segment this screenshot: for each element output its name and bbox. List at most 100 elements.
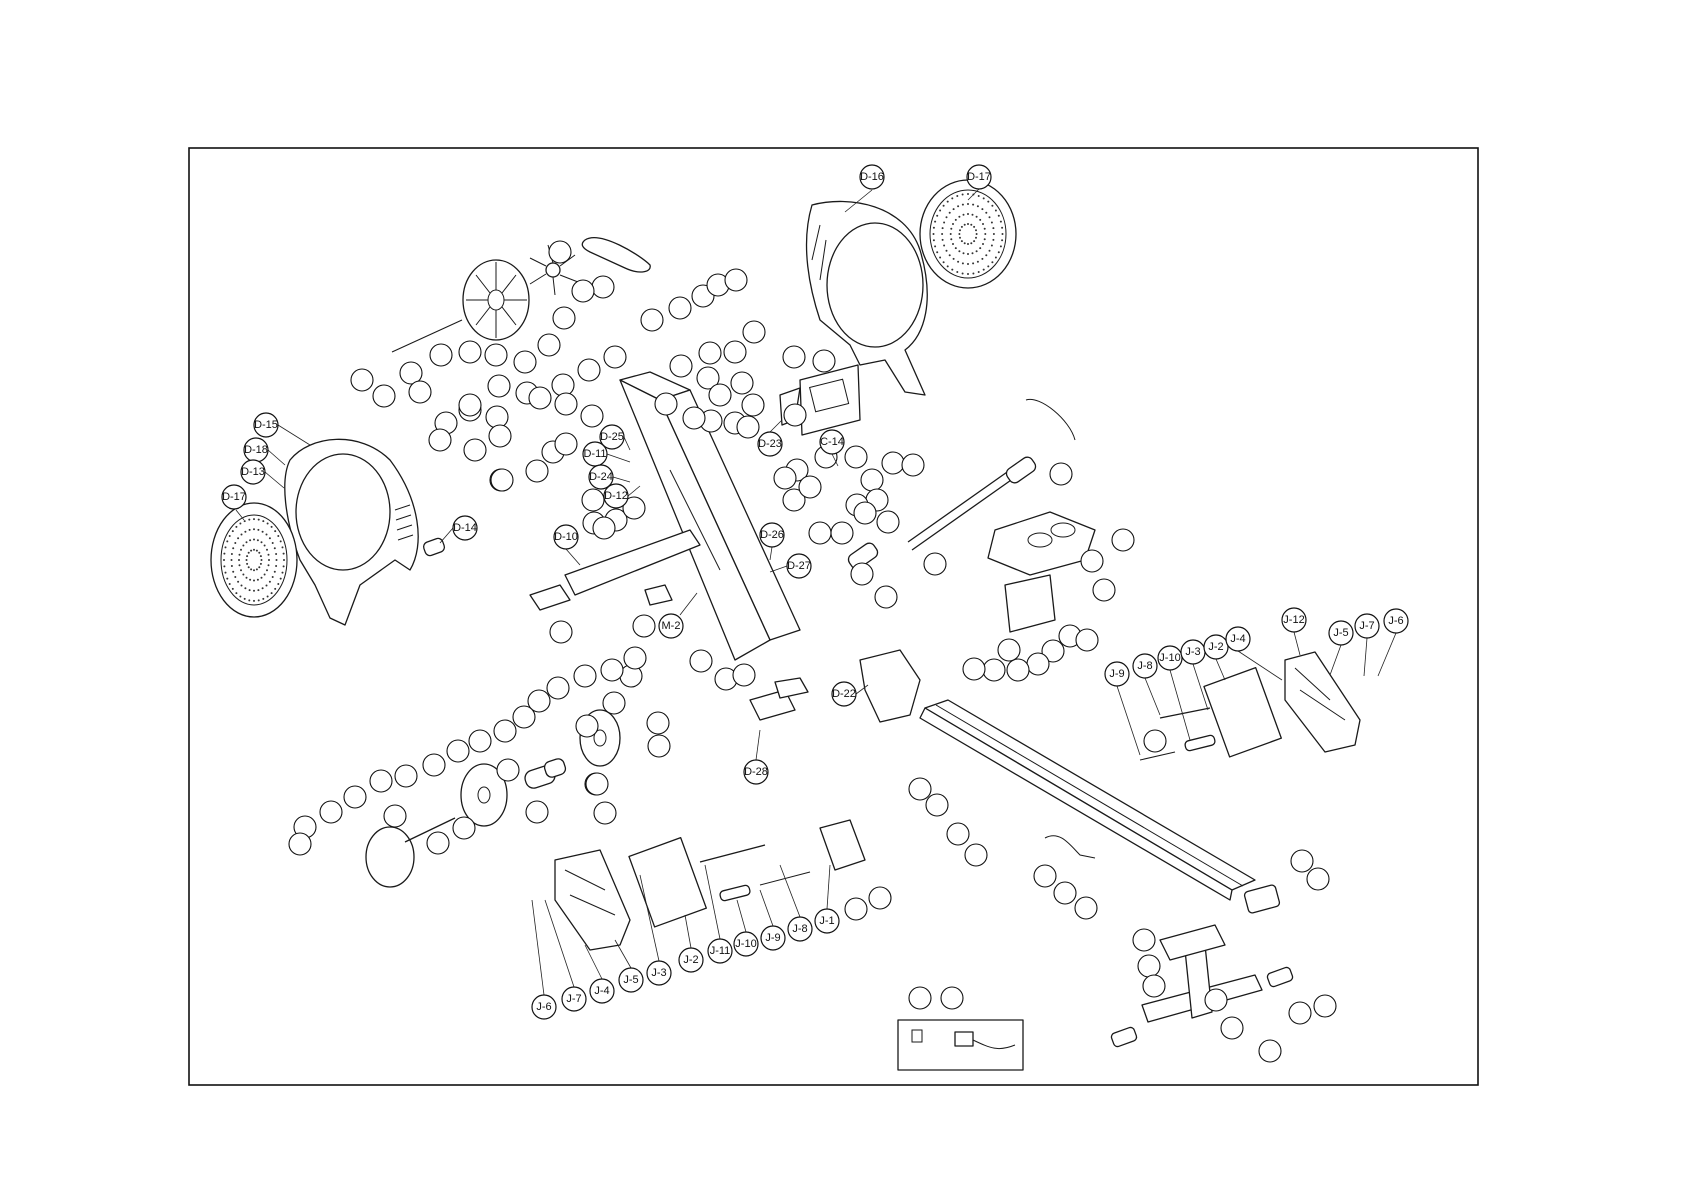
grille-hole: [253, 590, 255, 592]
grille-hole: [942, 239, 944, 241]
grille-hole: [246, 563, 248, 565]
callout-label: D-24: [589, 471, 613, 483]
grille-hole: [1001, 227, 1003, 229]
callout-label: J-12: [1283, 614, 1304, 626]
grille-hole: [946, 250, 948, 252]
callout-d13: D-13: [241, 460, 284, 488]
grille-hole: [235, 592, 237, 594]
grille-hole: [225, 572, 227, 574]
callout-d14: D-14: [440, 516, 477, 543]
callout-bubble: [373, 385, 395, 407]
callout-d22: D-22: [832, 682, 868, 706]
callout-bubble: [497, 759, 519, 781]
grille-hole: [967, 273, 969, 275]
callout-label: J-3: [1185, 646, 1200, 658]
grille-hole: [984, 228, 986, 230]
grille-hole: [262, 598, 264, 600]
callout-bubble: [624, 647, 646, 669]
callout-bubble: [586, 773, 608, 795]
grille-hole: [973, 226, 975, 228]
callout-bubble: [486, 406, 508, 428]
callout-label: J-5: [1333, 627, 1348, 639]
grille-hole: [256, 550, 258, 552]
grille-hole: [274, 571, 276, 573]
callout-bubble: [641, 309, 663, 331]
callout-label: D-12: [604, 490, 628, 502]
grille-hole: [266, 569, 268, 571]
callout-j9-right: J-9: [1105, 662, 1140, 755]
callout-bubble: [845, 898, 867, 920]
grille-hole: [943, 245, 945, 247]
callout-bubble: [592, 276, 614, 298]
grille-hole: [241, 534, 243, 536]
grille-hole: [985, 254, 987, 256]
callout-label: J-6: [536, 1001, 551, 1013]
grille-hole: [276, 559, 278, 561]
callout-bubble: [1259, 1040, 1281, 1062]
grille-hole: [235, 526, 237, 528]
grille-hole: [226, 578, 228, 580]
callout-bubble: [489, 425, 511, 447]
callout-bubble: [743, 321, 765, 343]
callout-bubble: [289, 833, 311, 855]
left-wheel-cover: [530, 585, 570, 610]
callout-bubble: [655, 393, 677, 415]
rear-end-cap: [1244, 884, 1281, 914]
grille-hole: [992, 227, 994, 229]
grille-hole: [981, 258, 983, 260]
grille-hole: [262, 520, 264, 522]
callout-d28: D-28: [744, 730, 768, 784]
grille-hole: [225, 546, 227, 548]
grille-hole: [253, 518, 255, 520]
callout-bubble: [459, 341, 481, 363]
grille-hole: [282, 572, 284, 574]
grille-hole: [958, 233, 960, 235]
grille-hole: [967, 213, 969, 215]
grille-hole: [967, 263, 969, 265]
grille-hole: [249, 539, 251, 541]
callout-bubble: [430, 344, 452, 366]
grille-hole: [934, 245, 936, 247]
callout-label: D-15: [254, 419, 278, 431]
grille-hole: [261, 577, 263, 579]
grille-hole: [964, 242, 966, 244]
front-crossbar: [565, 530, 700, 595]
callout-bubble: [578, 359, 600, 381]
callout-label: J-3: [651, 967, 666, 979]
callout-bubble: [370, 770, 392, 792]
callout-bubble: [538, 334, 560, 356]
grille-hole: [961, 240, 963, 242]
grille-hole: [985, 212, 987, 214]
main-rail: [920, 700, 1255, 900]
grille-hole: [239, 564, 241, 566]
callout-label: J-11: [710, 945, 731, 957]
grille-hole: [983, 197, 985, 199]
callout-bubble: [963, 658, 985, 680]
grille-hole: [231, 565, 233, 567]
callout-label: D-22: [832, 688, 856, 700]
grille-hole: [950, 233, 952, 235]
callout-bubble: [669, 297, 691, 319]
grille-hole: [249, 589, 251, 591]
callout-j6-left: J-6: [532, 900, 556, 1019]
callout-label: J-8: [1137, 660, 1152, 672]
callout-bubble: [526, 460, 548, 482]
grille-hole: [234, 576, 236, 578]
callout-j7-right: J-7: [1355, 614, 1379, 676]
callout-bubble: [552, 374, 574, 396]
callout-label: J-10: [1159, 652, 1180, 664]
grille-hole: [955, 247, 957, 249]
grille-hole: [962, 204, 964, 206]
left-pedal-axle: [700, 845, 810, 901]
callout-bubble: [854, 502, 876, 524]
grille-hole: [952, 223, 954, 225]
grille-hole: [258, 599, 260, 601]
grille-hole: [983, 269, 985, 271]
grille-hole: [253, 580, 255, 582]
grille-hole: [280, 578, 282, 580]
callout-bubble: [941, 987, 963, 1009]
grille-hole: [242, 574, 244, 576]
grille-hole: [253, 539, 255, 541]
grille-hole: [978, 271, 980, 273]
grille-hole: [240, 569, 242, 571]
